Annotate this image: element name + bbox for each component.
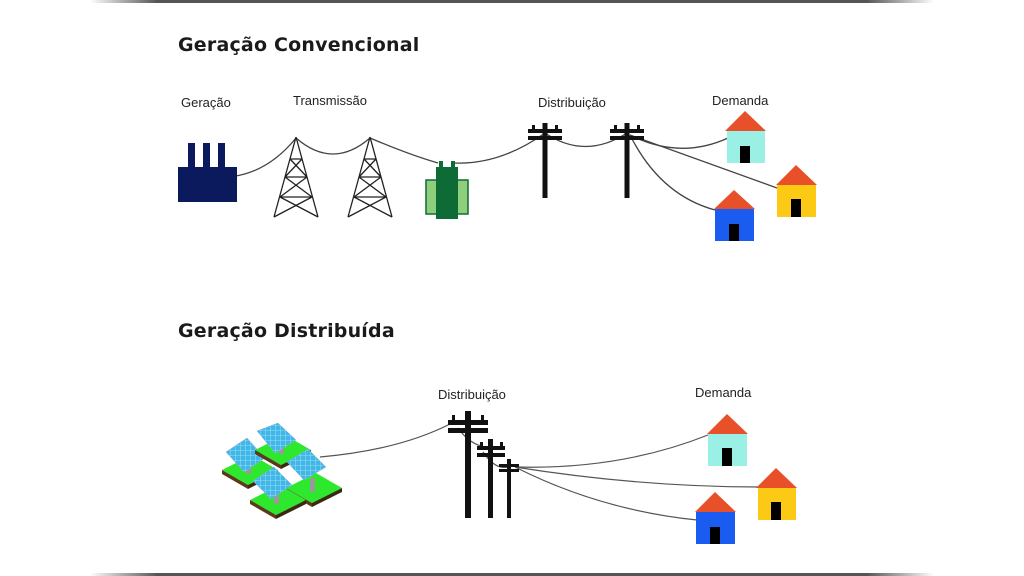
label-distribution-2: Distribuição (438, 387, 506, 402)
conventional-title: Geração Convencional (178, 34, 420, 56)
top-border (90, 0, 934, 3)
house-icon (776, 165, 817, 217)
distributed-title: Geração Distribuída (178, 320, 395, 342)
utility-pole-icon (499, 459, 519, 518)
solar-panel-icon (222, 422, 342, 519)
label-demand-2: Demanda (695, 385, 752, 400)
label-demand: Demanda (712, 93, 769, 108)
house-icon (707, 414, 748, 466)
utility-pole-icon (477, 439, 505, 518)
house-icon (756, 468, 797, 520)
factory-icon (178, 143, 237, 202)
conventional-wires (235, 132, 778, 211)
utility-pole-icon (448, 411, 488, 518)
house-icon (695, 492, 736, 544)
label-generation: Geração (181, 95, 231, 110)
bottom-border (90, 573, 934, 576)
house-icon (714, 190, 755, 241)
utility-pole-icon (610, 123, 644, 198)
house-icon (725, 111, 766, 163)
utility-pole-icon (528, 123, 562, 198)
distributed-wires (319, 422, 761, 521)
label-transmission: Transmissão (293, 93, 367, 108)
label-distribution: Distribuição (538, 95, 606, 110)
transformer-icon (425, 161, 469, 219)
